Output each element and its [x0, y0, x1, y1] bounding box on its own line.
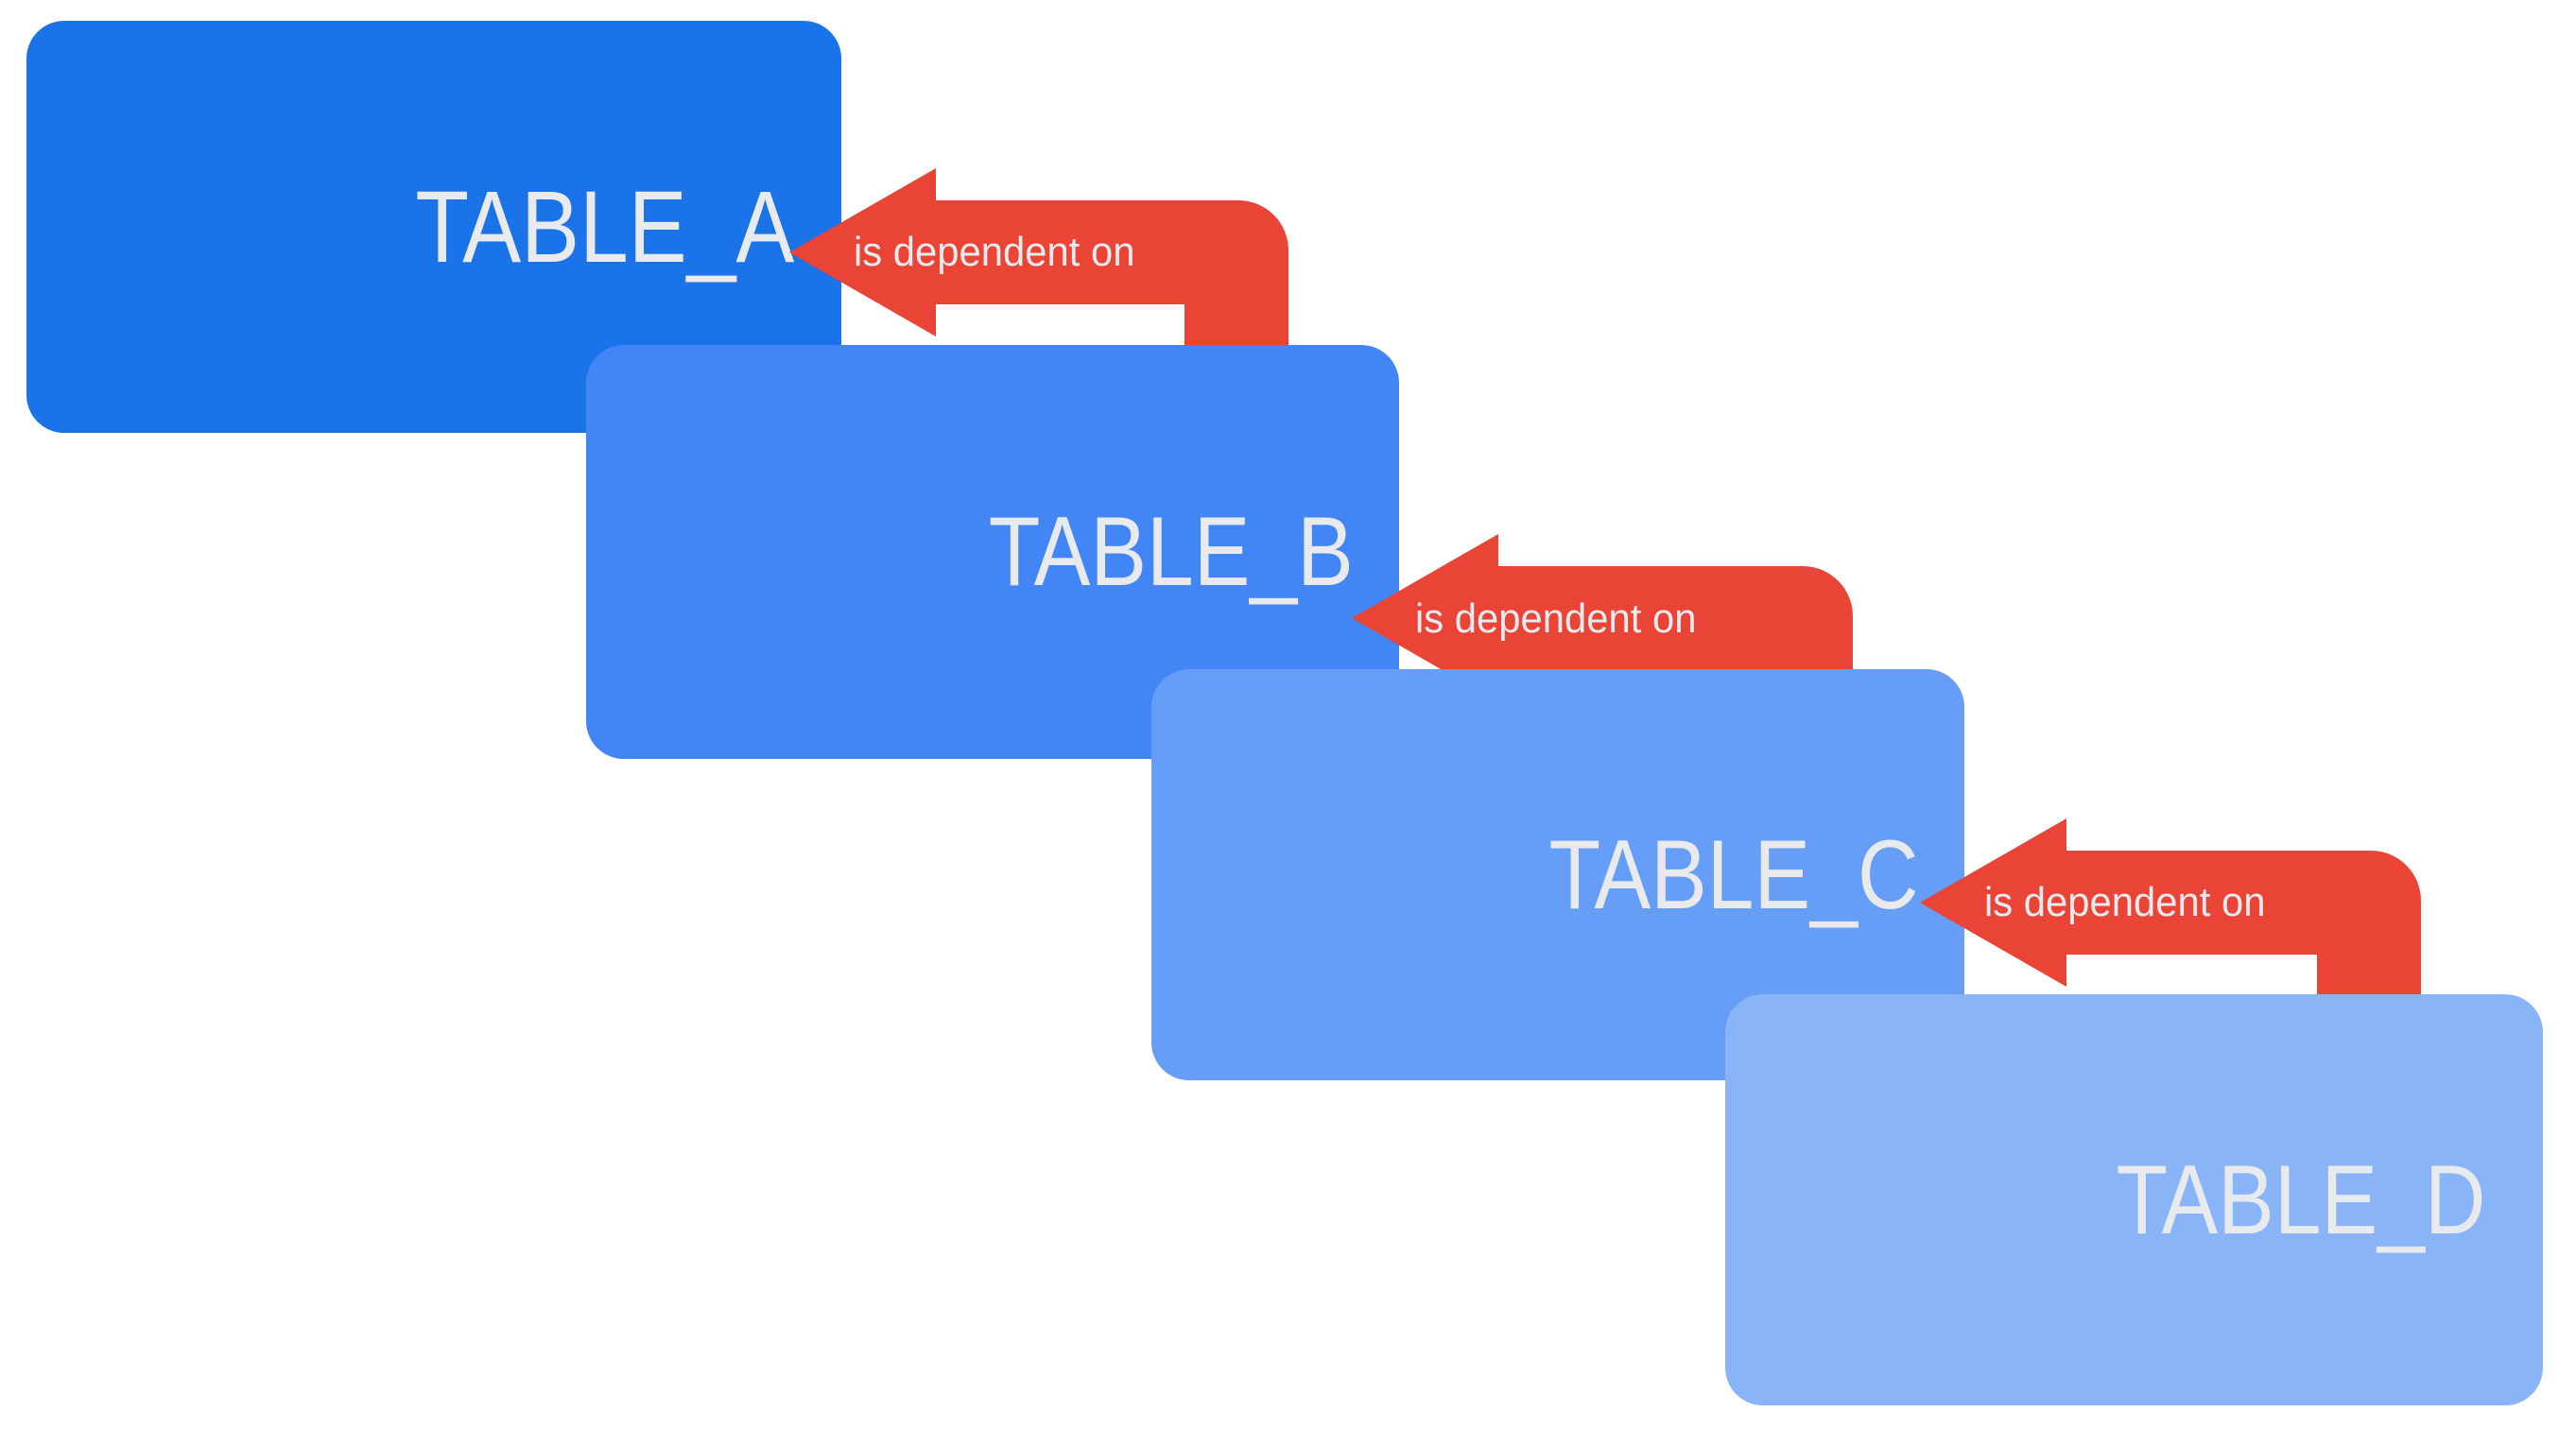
- edge-label-table-b-depends-on-table-a: is dependent on: [854, 229, 1135, 275]
- node-table-a[interactable]: TABLE_A: [26, 21, 841, 433]
- node-table-d[interactable]: TABLE_D: [1725, 994, 2543, 1405]
- node-table-d-label: TABLE_D: [2116, 1145, 2486, 1255]
- edge-label-table-c-depends-on-table-b: is dependent on: [1415, 595, 1697, 642]
- node-table-c-label: TABLE_C: [1548, 819, 1919, 930]
- node-table-b-label: TABLE_B: [988, 497, 1354, 607]
- edge-label-table-d-depends-on-table-c: is dependent on: [1984, 879, 2266, 925]
- node-table-a-label: TABLE_A: [415, 169, 795, 284]
